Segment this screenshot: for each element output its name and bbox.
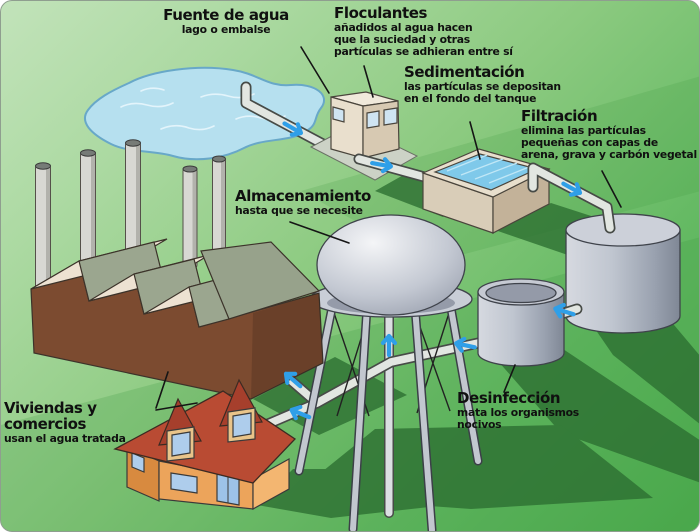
flow-arrow-icon bbox=[370, 157, 393, 174]
factory bbox=[30, 139, 324, 400]
flow-arrow-icon bbox=[561, 181, 583, 197]
flocculants-building bbox=[330, 91, 400, 159]
flow-arrow-icon bbox=[454, 336, 477, 353]
flow-arrow-icon bbox=[289, 404, 312, 421]
tower-dome bbox=[316, 214, 466, 316]
label-body: hasta que se necesite bbox=[235, 203, 363, 217]
label-floculantes: Floculantes añadidos al agua hacen que l… bbox=[334, 4, 544, 59]
label-title: Almacenamiento bbox=[235, 187, 371, 205]
label-body: lago o embalse bbox=[181, 22, 271, 36]
building-window bbox=[366, 110, 380, 129]
leader-line bbox=[155, 46, 622, 411]
building-window bbox=[332, 106, 345, 123]
lake-wave bbox=[120, 87, 286, 131]
label-body: elimina las partículas pequeñas con capa… bbox=[521, 123, 697, 162]
label-title: Desinfección bbox=[457, 389, 561, 407]
label-sedimentacion: Sedimentación las partículas se deposita… bbox=[404, 63, 589, 106]
factory-chimney bbox=[35, 139, 226, 300]
label-title: Fuente de agua bbox=[163, 6, 289, 24]
label-desinfeccion: Desinfección mata los organismos nocivos bbox=[457, 389, 617, 432]
label-body: las partículas se depositan en el fondo … bbox=[404, 79, 561, 106]
flow-arrow-icon bbox=[283, 371, 303, 389]
filtration-tank bbox=[565, 213, 681, 334]
house-window bbox=[232, 412, 252, 438]
tower-brace bbox=[333, 312, 451, 417]
label-body: mata los organismos nocivos bbox=[457, 405, 579, 432]
label-viviendas: Viviendas y comercios usan el agua trata… bbox=[4, 399, 179, 445]
lake bbox=[83, 66, 325, 161]
disinfection-tank bbox=[477, 278, 565, 367]
label-fuente-de-agua: Fuente de agua lago o embalse bbox=[149, 6, 303, 36]
pipe-lake-to-flocculants bbox=[240, 81, 342, 157]
tower-leg bbox=[294, 292, 483, 531]
house-wall bbox=[252, 457, 290, 511]
label-almacenamiento: Almacenamiento hasta que se necesite bbox=[235, 187, 425, 217]
label-filtracion: Filtración elimina las partículas pequeñ… bbox=[521, 107, 699, 162]
dormer bbox=[219, 378, 263, 443]
label-body: usan el agua tratada bbox=[4, 431, 126, 445]
label-title: Sedimentación bbox=[404, 63, 525, 81]
label-title: Viviendas y comercios bbox=[4, 399, 97, 433]
label-title: Filtración bbox=[521, 107, 598, 125]
house-window bbox=[170, 472, 198, 494]
dormer bbox=[158, 397, 202, 462]
flow-arrow-icon bbox=[380, 333, 398, 358]
label-title: Floculantes bbox=[334, 4, 428, 22]
house-window bbox=[131, 452, 145, 473]
house bbox=[113, 378, 297, 511]
flow-arrow-icon bbox=[282, 121, 304, 137]
house-window bbox=[171, 431, 191, 457]
flow-arrow-icon bbox=[553, 302, 576, 319]
building-window bbox=[383, 107, 398, 126]
label-body: añadidos al agua hacen que la suciedad y… bbox=[334, 20, 513, 59]
